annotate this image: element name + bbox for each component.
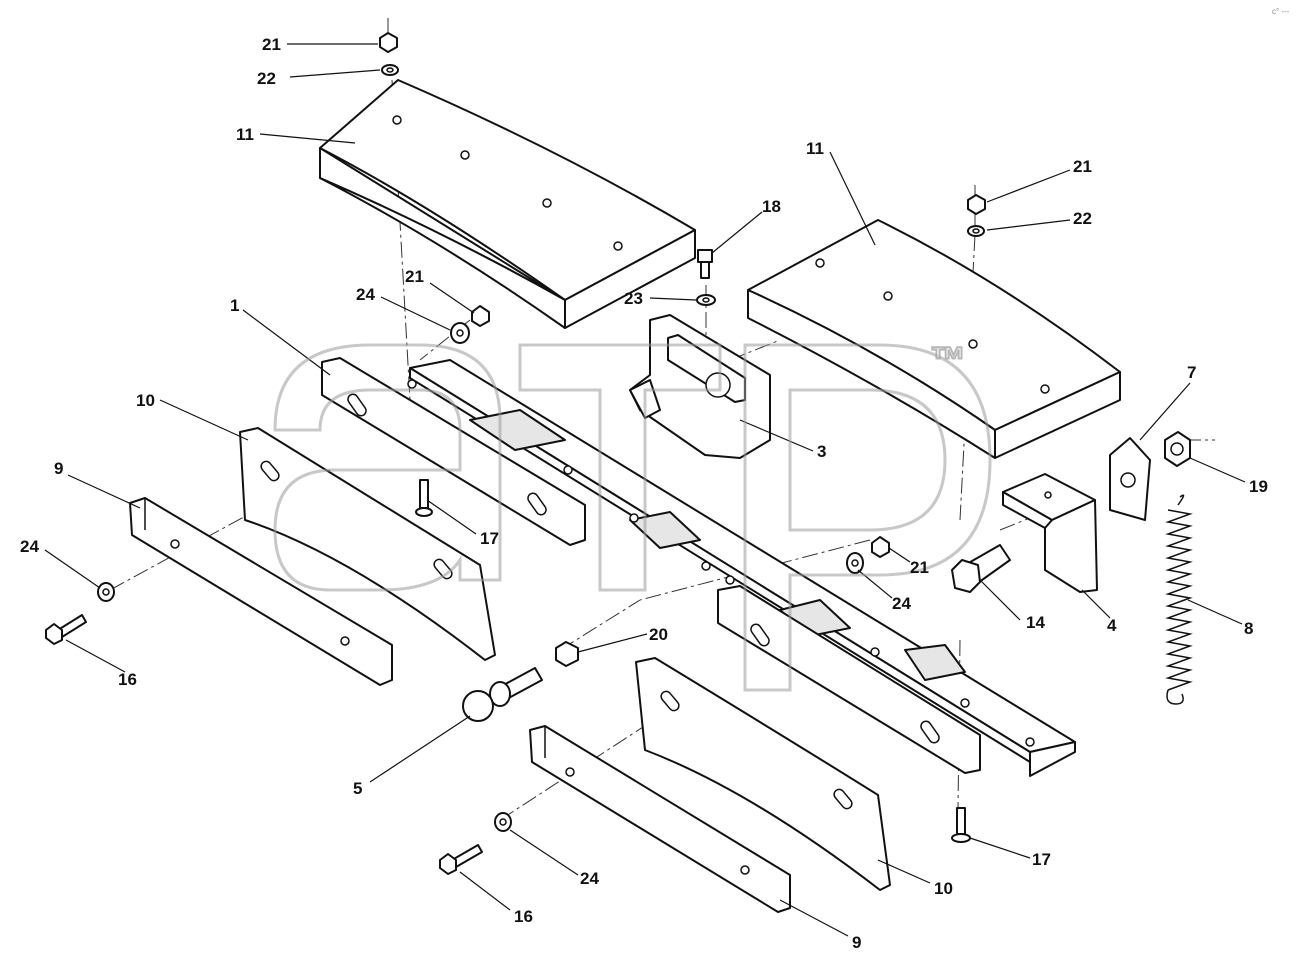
part-3-hook bbox=[629, 314, 771, 459]
callout-21: 21 bbox=[1073, 157, 1092, 176]
part-9-left-strip bbox=[129, 497, 393, 686]
callout-1: 1 bbox=[230, 296, 239, 315]
callout-11: 11 bbox=[806, 139, 824, 158]
part-14-bolt bbox=[951, 544, 1011, 593]
corner-mark: c° --- bbox=[1272, 7, 1290, 16]
callout-21: 21 bbox=[405, 267, 424, 286]
callout-14: 14 bbox=[1026, 613, 1045, 632]
part-11-left-pad bbox=[319, 79, 696, 329]
callout-22: 22 bbox=[1073, 209, 1092, 228]
callout-9: 9 bbox=[54, 459, 63, 478]
watermark-logo: ™ bbox=[273, 338, 992, 692]
callout-16: 16 bbox=[118, 670, 137, 689]
callout-labels: 21 22 11 11 21 22 18 23 21 24 1 10 9 3 7… bbox=[20, 35, 1268, 952]
watermark-trademark: ™ bbox=[930, 339, 966, 380]
callout-21: 21 bbox=[262, 35, 281, 54]
callout-23: 23 bbox=[624, 289, 643, 308]
small-fasteners bbox=[45, 32, 986, 875]
callout-8: 8 bbox=[1244, 619, 1253, 638]
callout-16: 16 bbox=[514, 907, 533, 926]
callout-10: 10 bbox=[934, 879, 953, 898]
callout-18: 18 bbox=[762, 197, 781, 216]
callout-19: 19 bbox=[1249, 477, 1268, 496]
callout-9: 9 bbox=[852, 933, 861, 952]
part-19-nut bbox=[1164, 431, 1191, 467]
part-1-left-flat-bar bbox=[321, 357, 586, 546]
part-4-bracket bbox=[1002, 473, 1098, 593]
callout-4: 4 bbox=[1107, 616, 1117, 635]
callout-21: 21 bbox=[910, 558, 929, 577]
callout-24: 24 bbox=[892, 594, 911, 613]
callout-17: 17 bbox=[480, 529, 499, 548]
callout-24: 24 bbox=[20, 537, 39, 556]
callout-24: 24 bbox=[580, 869, 599, 888]
part-8-spring bbox=[1165, 494, 1193, 705]
callout-7: 7 bbox=[1187, 363, 1196, 382]
callout-10: 10 bbox=[136, 391, 155, 410]
callout-22: 22 bbox=[257, 69, 276, 88]
part-1-main-beam bbox=[407, 359, 1076, 777]
callout-20: 20 bbox=[649, 625, 668, 644]
part-1-right-flat-bar bbox=[717, 585, 981, 774]
callout-5: 5 bbox=[353, 779, 362, 798]
part-7-clip bbox=[1109, 437, 1151, 521]
callout-24: 24 bbox=[356, 285, 375, 304]
leader-lines bbox=[44, 43, 1246, 937]
callout-11: 11 bbox=[236, 125, 254, 144]
callout-17: 17 bbox=[1032, 850, 1051, 869]
callout-3: 3 bbox=[817, 442, 826, 461]
part-9-right-strip bbox=[529, 725, 791, 913]
part-10-right-plate bbox=[635, 657, 891, 891]
